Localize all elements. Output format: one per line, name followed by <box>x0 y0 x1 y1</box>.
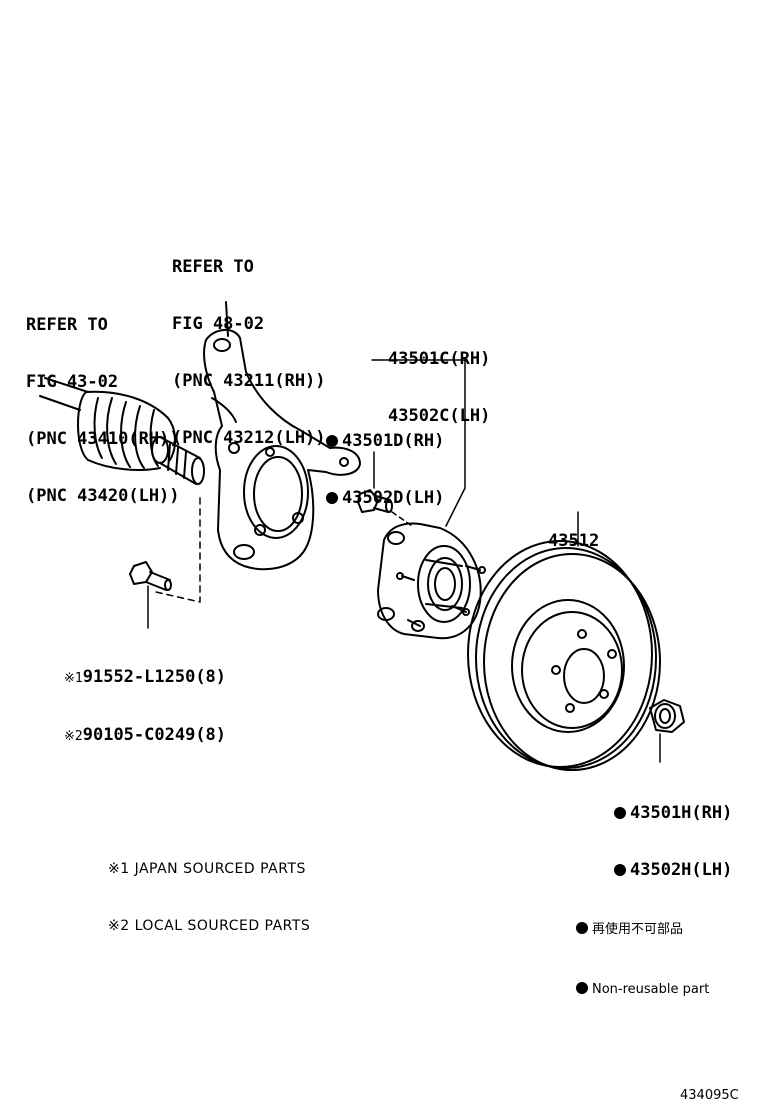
sourcing-notes: ※1 JAPAN SOURCED PARTS ※2 LOCAL SOURCED … <box>108 822 310 955</box>
non-reusable-dot-icon <box>326 435 338 447</box>
legend-dot-icon <box>576 922 588 934</box>
knuckle-bolt <box>129 561 172 629</box>
hub-assembly-rh: 43501C(RH) <box>388 349 491 369</box>
hub-bearing-assembly <box>371 359 486 640</box>
knuckle-ref-line2: FIG 48-02 <box>172 314 265 334</box>
legend-dot-icon <box>576 982 588 994</box>
bolt-guide-line <box>155 497 201 603</box>
knuckle-reference-label[interactable]: REFER TO FIG 48-02 (PNC 43211(RH)) (PNC … <box>172 220 326 467</box>
hub-bolt <box>357 451 413 527</box>
hub-bolt-rh: 43501D(RH) <box>342 431 445 451</box>
note-japan-sourced: ※1 JAPAN SOURCED PARTS <box>108 861 306 877</box>
shaft-ref-line4: (PNC 43420(LH)) <box>26 486 180 506</box>
shaft-reference-label[interactable]: REFER TO FIG 43-02 (PNC 43410(RH)) (PNC … <box>26 278 180 525</box>
hub-assembly-label[interactable]: 43501C(RH) 43502C(LH) <box>388 312 490 445</box>
local-sourced-mark: ※2 <box>64 729 83 744</box>
non-reusable-dot-icon <box>614 864 626 876</box>
hub-nut <box>649 699 685 763</box>
note-local-sourced: ※2 LOCAL SOURCED PARTS <box>108 918 311 934</box>
figure-number: 434095C <box>680 1088 739 1103</box>
knuckle-bolt-japan: 91552-L1250(8) <box>82 667 227 687</box>
knuckle-ref-line3: (PNC 43211(RH)) <box>172 371 326 391</box>
non-reusable-dot-icon <box>326 492 338 504</box>
japan-sourced-mark: ※1 <box>64 671 83 686</box>
hub-bolt-label[interactable]: 43501D(RH) 43502D(LH) <box>326 394 444 527</box>
knuckle-bolt-label[interactable]: ※191552-L1250(8) ※290105-C0249(8) <box>64 630 226 765</box>
disc-part-number: 43512 <box>548 531 600 551</box>
drive-shaft-cv-joint <box>39 377 205 485</box>
shaft-ref-line1: REFER TO <box>26 315 108 335</box>
hub-bolt-lh: 43502D(LH) <box>342 488 445 508</box>
legend-english: Non-reusable part <box>592 982 710 997</box>
non-reusable-dot-icon <box>614 807 626 819</box>
shaft-ref-line3: (PNC 43410(RH)) <box>26 429 180 449</box>
hub-assembly-lh: 43502C(LH) <box>388 406 491 426</box>
disc-label[interactable]: 43512 <box>548 494 599 570</box>
brake-disc <box>467 511 661 771</box>
knuckle-ref-line4: (PNC 43212(LH)) <box>172 428 326 448</box>
hub-nut-rh: 43501H(RH) <box>630 803 733 823</box>
legend: 再使用不可部品 Non-reusable part <box>576 880 709 1020</box>
shaft-ref-line2: FIG 43-02 <box>26 372 119 392</box>
knuckle-bolt-local: 90105-C0249(8) <box>82 725 227 745</box>
knuckle-ref-line1: REFER TO <box>172 257 254 277</box>
hub-nut-lh: 43502H(LH) <box>630 860 733 880</box>
steering-knuckle <box>203 301 361 571</box>
hub-nut-label[interactable]: 43501H(RH) 43502H(LH) <box>614 766 732 899</box>
legend-japanese: 再使用不可部品 <box>592 922 684 937</box>
